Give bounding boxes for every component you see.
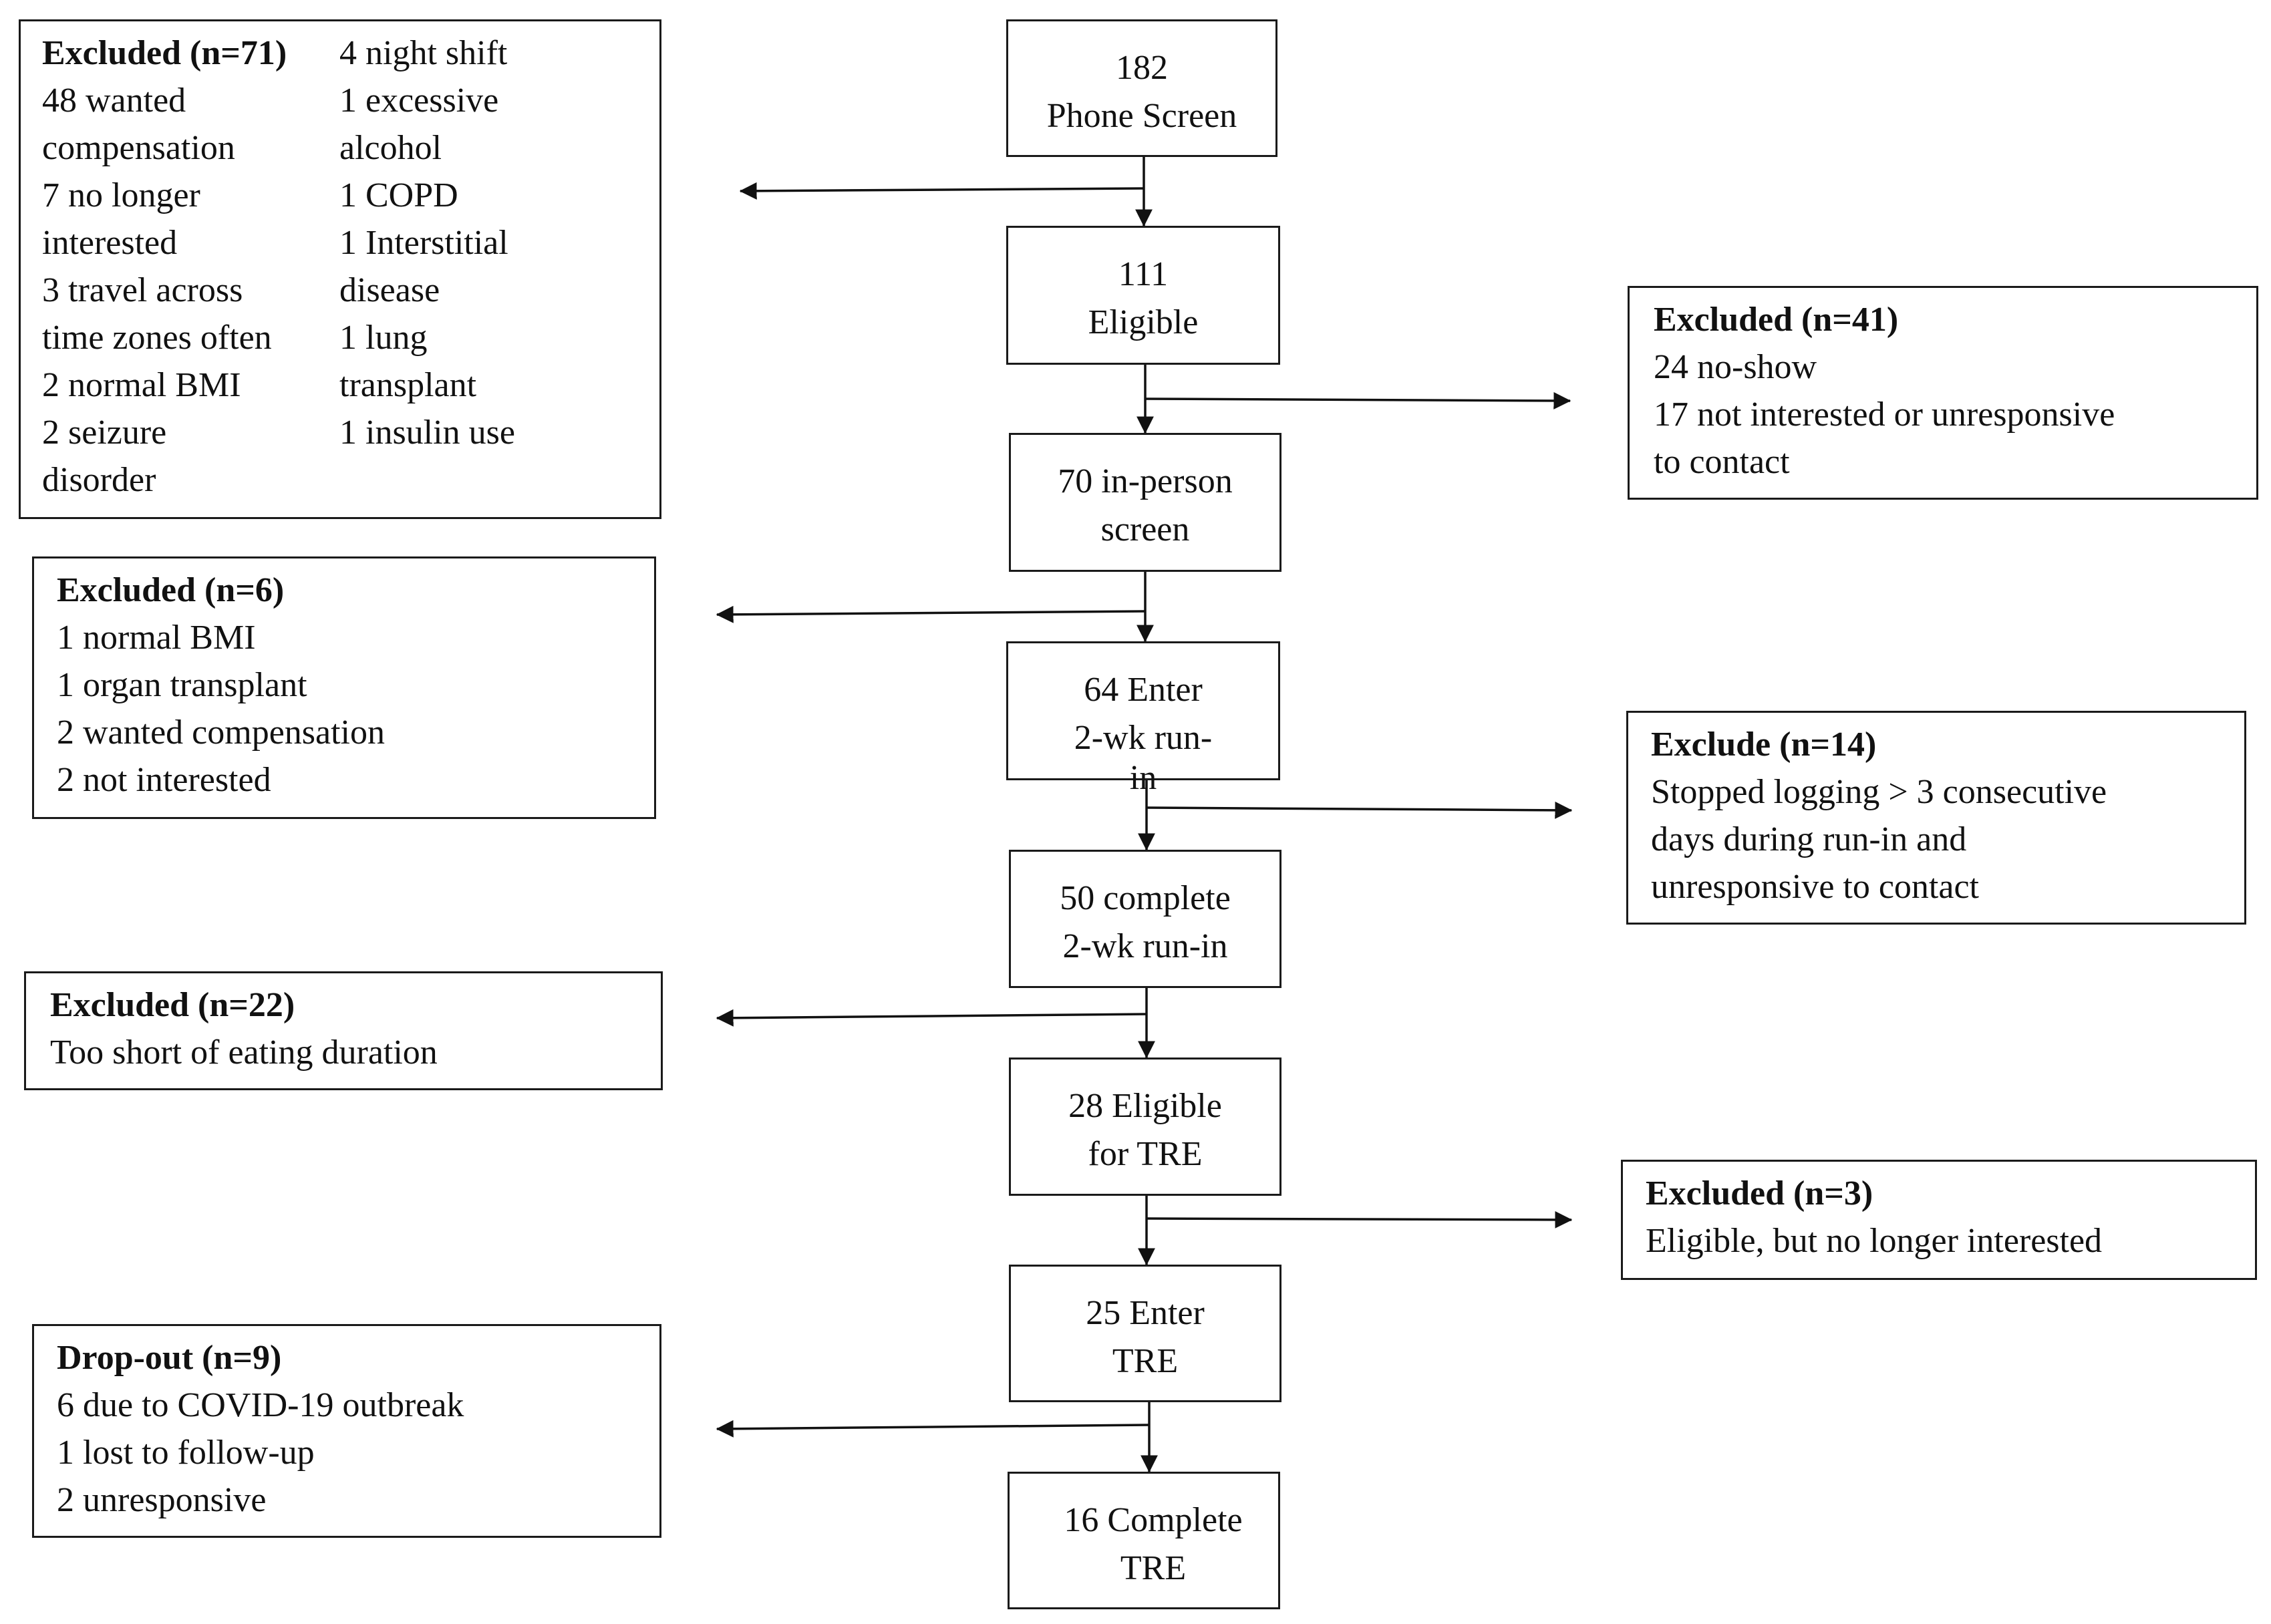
excluded-tre-box: Excluded (n=3) Eligible, but no longer i… <box>1621 1160 2257 1280</box>
exclude-runin-item: unresponsive to contact <box>1651 868 1979 906</box>
dropout-item: 2 unresponsive <box>57 1481 267 1519</box>
box-enter-tre-line2: TRE <box>1112 1342 1179 1380</box>
excluded-inperson-item: 2 wanted compensation <box>57 713 385 752</box>
arrow-to-excluded-eligible <box>1145 391 1571 410</box>
box-phone-screen-label: Phone Screen <box>1046 97 1237 135</box>
excluded-phone-item: interested <box>42 224 178 262</box>
excluded-phone-item: 2 normal BMI <box>42 366 241 404</box>
excluded-eligible-item: 24 no-show <box>1654 348 1817 386</box>
excluded-phone-item: 1 insulin use <box>339 414 515 452</box>
box-complete-tre-line2: TRE <box>1120 1549 1187 1587</box>
excluded-phone-item: 48 wanted <box>42 82 186 120</box>
arrow-to-excluded-tre <box>1146 1210 1573 1229</box>
excluded-phone-item: time zones often <box>42 319 272 357</box>
excluded-phone-item: 1 excessive <box>339 82 499 120</box>
arrow-to-dropout <box>716 1420 1150 1438</box>
excluded-phone-item: 4 night shift <box>339 34 508 72</box>
box-enter-run-in: 64 Enter 2-wk run- in <box>1006 641 1280 797</box>
excluded-eligible-box: Excluded (n=41) 24 no-show 17 not intere… <box>1628 286 2258 500</box>
box-eligible-tre: 28 Eligible for TRE <box>1009 1058 1281 1196</box>
box-enter-run-in-line2: 2-wk run- <box>1074 719 1213 757</box>
excluded-phone-item: 3 travel across <box>42 271 243 309</box>
excluded-eligible-item: 17 not interested or unresponsive <box>1654 395 2115 434</box>
box-in-person-line1: 70 in-person <box>1058 462 1233 500</box>
arrow-to-excluded-complete <box>716 1009 1147 1027</box>
excluded-phone-item: transplant <box>339 366 477 404</box>
box-eligible-tre-line1: 28 Eligible <box>1068 1087 1222 1125</box>
arrow-to-exclude-runin <box>1146 801 1573 819</box>
box-complete-tre-line1: 16 Complete <box>1064 1501 1243 1539</box>
box-complete-tre: 16 Complete TRE <box>1008 1472 1280 1609</box>
arrow-to-excluded-inperson <box>716 605 1146 623</box>
excluded-inperson-box: Excluded (n=6) 1 normal BMI 1 organ tran… <box>32 556 656 819</box>
exclude-runin-heading: Exclude (n=14) <box>1651 725 1877 764</box>
excluded-complete-box: Excluded (n=22) Too short of eating dura… <box>24 971 663 1090</box>
exclude-runin-item: Stopped logging > 3 consecutive <box>1651 773 2107 811</box>
box-eligible-label: Eligible <box>1088 303 1199 341</box>
box-complete-run-in-line1: 50 complete <box>1060 879 1231 917</box>
excluded-phone-box: Excluded (n=71) 48 wanted compensation 7… <box>19 19 661 519</box>
excluded-complete-heading: Excluded (n=22) <box>50 986 295 1024</box>
excluded-phone-item: alcohol <box>339 129 442 167</box>
box-enter-run-in-line3: in <box>1129 759 1157 797</box>
arrow-to-excluded-phone <box>739 182 1145 200</box>
dropout-heading: Drop-out (n=9) <box>57 1339 282 1377</box>
box-complete-run-in-line2: 2-wk run-in <box>1062 927 1228 965</box>
excluded-phone-item: disease <box>339 271 440 309</box>
box-in-person-line2: screen <box>1100 510 1190 548</box>
excluded-phone-item: disorder <box>42 461 156 499</box>
excluded-phone-col2: 4 night shift 1 excessive alcohol 1 COPD… <box>339 29 515 504</box>
box-phone-screen-count: 182 <box>1116 49 1168 87</box>
excluded-inperson-item: 2 not interested <box>57 761 271 799</box>
box-eligible: 111 Eligible <box>1006 226 1280 365</box>
excluded-inperson-heading: Excluded (n=6) <box>57 571 285 609</box>
excluded-phone-item: compensation <box>42 129 235 167</box>
box-eligible-tre-line2: for TRE <box>1088 1135 1203 1173</box>
excluded-complete-item: Too short of eating duration <box>50 1033 438 1072</box>
excluded-phone-columns: Excluded (n=71) 48 wanted compensation 7… <box>42 29 646 504</box>
box-phone-screen: 182 Phone Screen <box>1006 19 1277 157</box>
box-complete-run-in: 50 complete 2-wk run-in <box>1009 850 1281 988</box>
excluded-tre-item: Eligible, but no longer interested <box>1646 1222 2103 1260</box>
box-enter-run-in-line1: 64 Enter <box>1084 671 1203 709</box>
excluded-phone-item: 2 seizure <box>42 414 167 452</box>
excluded-tre-heading: Excluded (n=3) <box>1646 1174 1873 1212</box>
dropout-item: 1 lost to follow-up <box>57 1434 315 1472</box>
exclude-runin-box: Exclude (n=14) Stopped logging > 3 conse… <box>1626 711 2246 925</box>
excluded-phone-col1: Excluded (n=71) 48 wanted compensation 7… <box>42 29 339 504</box>
excluded-eligible-item: to contact <box>1654 443 1790 481</box>
excluded-phone-item: 1 lung <box>339 319 428 357</box>
excluded-phone-heading: Excluded (n=71) <box>42 34 287 72</box>
dropout-item: 6 due to COVID-19 outbreak <box>57 1386 464 1424</box>
excluded-phone-item: 7 no longer <box>42 176 200 214</box>
excluded-phone-item: 1 Interstitial <box>339 224 508 262</box>
excluded-inperson-item: 1 normal BMI <box>57 619 256 657</box>
box-enter-tre: 25 Enter TRE <box>1009 1265 1281 1402</box>
box-in-person-screen: 70 in-person screen <box>1009 433 1281 572</box>
excluded-eligible-heading: Excluded (n=41) <box>1654 301 1899 339</box>
dropout-box: Drop-out (n=9) 6 due to COVID-19 outbrea… <box>32 1324 661 1538</box>
exclude-runin-item: days during run-in and <box>1651 820 1967 858</box>
box-eligible-count: 111 <box>1118 255 1169 293</box>
excluded-inperson-item: 1 organ transplant <box>57 666 307 704</box>
box-enter-tre-line1: 25 Enter <box>1086 1294 1205 1332</box>
excluded-phone-item: 1 COPD <box>339 176 458 214</box>
